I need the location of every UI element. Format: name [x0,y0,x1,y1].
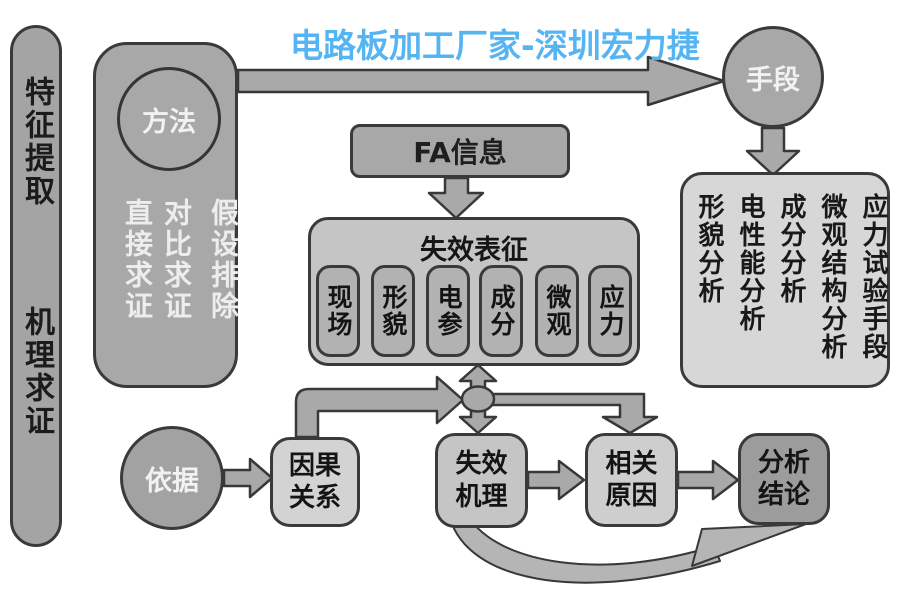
analysis-column-microstructure-analysis: 微观结构分析 [817,193,847,361]
characterization-item-stress: 应力 [588,265,632,357]
characterization-item-electrical-params: 电参 [426,265,470,357]
characterization-item-microscopic: 微观 [535,265,579,357]
basis-circle-label: 依据 [145,465,199,497]
characterization-item-morphology: 形貌 [371,265,415,357]
method-circle-label: 方法 [142,106,196,138]
arrow-basis-to-causal [222,457,274,499]
connector-node-to-cause [491,392,659,435]
failure-mechanism-box: 失效 机理 [435,433,528,528]
causal-relationship-box: 因果 关系 [270,437,360,527]
analysis-column-stress-test-means: 应力试验手段 [858,193,888,361]
bar-label-mechanism-verification: 机理求证 [19,306,54,438]
feature-extraction-bar: 特征提取 机理求证 [10,25,62,547]
analysis-column-morphology-analysis: 形貌分析 [694,193,724,305]
arrow-cause-to-conclusion [676,459,740,501]
analysis-column-composition-analysis: 成分分析 [776,193,806,305]
fa-info-label: FA信息 [413,136,507,169]
means-circle-label: 手段 [746,64,800,96]
failure-characterization-panel: 失效表征 现场 形貌 电参 成分 微观 应力 [308,217,640,366]
related-cause-box: 相关 原因 [585,433,678,527]
means-circle: 手段 [722,26,824,128]
failure-characterization-title: 失效表征 [420,235,528,266]
method-column-hypothesis-elimination: 假设排除 [207,198,240,322]
method-circle: 方法 [117,67,221,171]
method-column-comparative-verification: 对比求证 [160,198,193,322]
basis-circle: 依据 [120,426,224,530]
arrow-fa-to-characterization [427,176,485,220]
arrow-causal-to-node-elbow [294,375,465,439]
arrow-means-to-methods [745,126,801,177]
arrowhead-curve-to-conclusion [691,523,807,567]
method-column-direct-verification: 直接求证 [121,198,154,322]
arrow-node-to-mechanism [458,408,498,435]
analysis-methods-panel: 形貌分析 电性能分析 成分分析 微观结构分析 应力试验手段 [680,172,890,388]
arrow-method-to-means [236,55,726,107]
method-panel: 方法 直接求证 对比求证 假设排除 [93,42,240,388]
page-title: 电路板加工厂家-深圳宏力捷 [290,26,700,65]
characterization-item-scene: 现场 [316,265,360,357]
bar-label-feature-extraction: 特征提取 [19,76,54,208]
junction-node [460,385,496,413]
arrow-mechanism-to-cause [526,459,586,501]
fa-info-box: FA信息 [350,124,570,178]
characterization-item-composition: 成分 [479,265,523,357]
analysis-column-electrical-performance-analysis: 电性能分析 [735,193,765,333]
analysis-conclusion-box: 分析 结论 [738,433,830,525]
